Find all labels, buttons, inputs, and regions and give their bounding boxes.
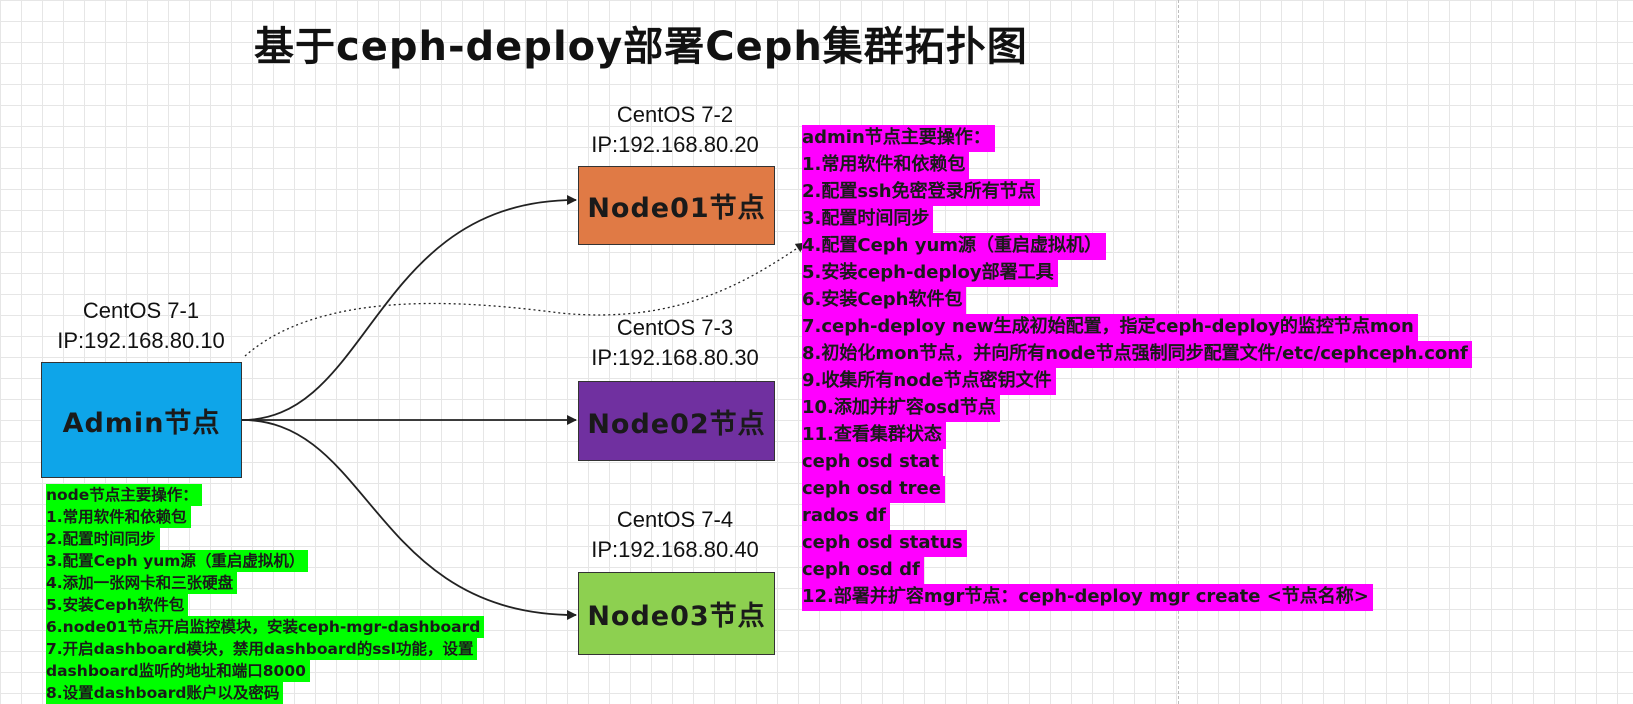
- admin-note-line: 2.配置ssh免密登录所有节点: [802, 179, 1040, 206]
- admin-note-line: 4.配置Ceph yum源（重启虚拟机）: [802, 233, 1107, 260]
- node02-os: CentOS 7-3: [616, 315, 734, 340]
- node01-os: CentOS 7-2: [616, 102, 734, 127]
- edge-admin-node03: [241, 419, 577, 620]
- admin-note-line: ceph osd status: [802, 530, 967, 557]
- node02-node-box: Node02节点: [578, 381, 775, 461]
- admin-note-line: 5.安装ceph-deploy部署工具: [802, 260, 1058, 287]
- admin-note-line: 6.安装Ceph软件包: [802, 287, 967, 314]
- node-note-line: 8.设置dashboard账户以及密码: [46, 682, 284, 704]
- diagram-title: 基于ceph-deploy部署Ceph集群拓扑图: [254, 24, 1028, 70]
- node03-node-label: Node03节点: [587, 601, 766, 632]
- edge-admin-admin-notes: [244, 242, 806, 357]
- admin-ip: IP:192.168.80.10: [57, 328, 225, 353]
- node-note-line: node节点主要操作：: [46, 484, 202, 506]
- admin-host-label: CentOS 7-1 IP:192.168.80.10: [36, 296, 246, 356]
- node01-node-box: Node01节点: [578, 166, 775, 245]
- node-note-line: 3.配置Ceph yum源（重启虚拟机）: [46, 550, 309, 572]
- node01-host-label: CentOS 7-2 IP:192.168.80.20: [570, 100, 780, 160]
- admin-note-line: ceph osd stat: [802, 449, 944, 476]
- node03-host-label: CentOS 7-4 IP:192.168.80.40: [570, 505, 780, 565]
- node-note-line: dashboard监听的地址和端口8000: [46, 660, 310, 682]
- admin-note-line: ceph osd tree: [802, 476, 945, 503]
- node03-ip: IP:192.168.80.40: [591, 537, 759, 562]
- admin-note-line: 7.ceph-deploy new生成初始配置，指定ceph-deploy的监控…: [802, 314, 1418, 341]
- node03-node-box: Node03节点: [578, 572, 775, 655]
- node01-ip: IP:192.168.80.20: [591, 132, 759, 157]
- node-notes: node节点主要操作： 1.常用软件和依赖包 2.配置时间同步 3.配置Ceph…: [46, 484, 485, 704]
- admin-note-line: admin节点主要操作：: [802, 125, 995, 152]
- node-note-line: 6.node01节点开启监控模块，安装ceph-mgr-dashboard: [46, 616, 485, 638]
- admin-note-line: 10.添加并扩容osd节点: [802, 395, 1000, 422]
- admin-note-line: 11.查看集群状态: [802, 422, 946, 449]
- admin-note-line: 1.常用软件和依赖包: [802, 152, 970, 179]
- admin-node-label: Admin节点: [62, 407, 221, 439]
- admin-note-line: 12.部署并扩容mgr节点：ceph-deploy mgr create <节点…: [802, 584, 1373, 611]
- node-note-line: 7.开启dashboard模块，禁用dashboard的ssl功能，设置: [46, 638, 478, 660]
- admin-note-line: ceph osd df: [802, 557, 924, 584]
- node-note-line: 2.配置时间同步: [46, 528, 160, 550]
- admin-note-line: 9.收集所有node节点密钥文件: [802, 368, 1056, 395]
- admin-note-line: rados df: [802, 503, 890, 530]
- node02-ip: IP:192.168.80.30: [591, 345, 759, 370]
- admin-notes: admin节点主要操作： 1.常用软件和依赖包 2.配置ssh免密登录所有节点 …: [802, 125, 1472, 611]
- node01-node-label: Node01节点: [587, 193, 766, 224]
- node-note-line: 1.常用软件和依赖包: [46, 506, 191, 528]
- node-note-line: 5.安装Ceph软件包: [46, 594, 189, 616]
- admin-note-line: 8.初始化mon节点，并向所有node节点强制同步配置文件/etc/cephce…: [802, 341, 1472, 368]
- admin-os: CentOS 7-1: [82, 298, 200, 323]
- edge-admin-node01: [241, 195, 577, 421]
- node03-os: CentOS 7-4: [616, 507, 734, 532]
- admin-note-line: 3.配置时间同步: [802, 206, 934, 233]
- admin-node-box: Admin节点: [41, 362, 242, 478]
- node-note-line: 4.添加一张网卡和三张硬盘: [46, 572, 238, 594]
- node02-node-label: Node02节点: [587, 408, 766, 440]
- node02-host-label: CentOS 7-3 IP:192.168.80.30: [570, 313, 780, 373]
